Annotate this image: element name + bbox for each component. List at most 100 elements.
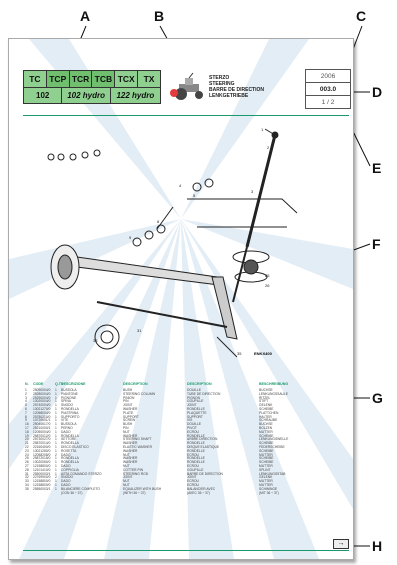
cell-de: GELENK [259,475,273,480]
cell-qty: 1 [55,437,57,442]
cell-desc: PIASTRINA [61,410,79,415]
cell-n: 28 [25,467,29,472]
cell-de: RITZEL [259,395,271,400]
cell-desc: PIANTONE [61,391,78,396]
cell-n: 16 [25,422,29,427]
cell-en: STEERING COLUMN [123,391,156,396]
cell-en: (WITH 36 ÷ 37) [123,490,146,495]
cell-de: LENKUNGSWELLE [259,437,289,442]
model-tc: TC [24,71,47,87]
cell-qty: 1 [55,444,57,449]
cell-en: NUT [123,463,130,468]
callout-a: A [80,8,91,24]
header-rule [23,115,349,116]
cell-de: MUTTER [259,452,273,457]
cell-fr: (AVEC 36 ÷ 37) [187,490,210,495]
cell-desc: (CON 36 ÷ 37) [61,490,83,495]
callout-h: H [372,538,383,554]
cell-fr: RONDELLE [187,448,205,453]
code-box: 2006 003.0 1 / 2 [305,69,351,109]
svg-text:8: 8 [157,219,160,224]
cell-desc: COPPIGLIA [61,467,79,472]
cell-fr: TUBE DE DIRECTION [187,391,221,396]
cell-en: WASHER [123,456,138,461]
title-en: STEERING [209,81,235,87]
cell-qty: 1 [55,406,57,411]
cell-fr: BARRE DE DIRECTION [187,471,223,476]
cell-code: 13020004/0 [33,399,51,404]
cell-de: LENKUNGSSTAB [259,471,286,476]
cell-en: WASHER [123,460,138,465]
cell-qty: 1 [55,399,57,404]
cell-de: SPLINT [259,467,271,472]
svg-text:1: 1 [261,127,264,132]
cell-qty: 1 [55,479,57,484]
callout-b: B [154,8,165,24]
cell-en: PIN [123,425,129,430]
cell-qty: 1 [55,448,57,453]
cell-n: 32 [25,475,29,480]
cell-qty: 1 [55,429,57,434]
cell-n: 8 [25,414,27,419]
cell-desc: RONDELLA [61,456,79,461]
cell-en: NUT [123,429,130,434]
cell-code: 13021270/0 [33,406,51,411]
cell-n: 2 [25,391,27,396]
svg-text:2: 2 [267,145,270,150]
cell-fr: ECROU [187,429,199,434]
callout-d: D [372,84,383,100]
cell-de: SCHEIBE [259,406,274,411]
cell-qty: 1 [55,391,57,396]
callout-g: G [372,390,383,406]
cell-code: 22160400/0 [33,444,51,449]
cell-en: EQUALIZER WITH BUSH [123,486,162,491]
cell-en: NUT [123,452,130,457]
cell-n: 19 [25,433,29,438]
cell-code: 13020060/0 [33,460,51,465]
cell-code: 13021280/0 [33,448,51,453]
cell-fr: ARBRE DIRECTION [187,437,218,442]
cell-de: (MIT 36 ÷ 37) [259,490,279,495]
cell-fr: RONDELLE [187,456,205,461]
svg-text:3: 3 [251,189,254,194]
cell-code: 25730027/0 [33,437,51,442]
svg-text:26: 26 [265,283,270,288]
cell-n: 33 [25,479,29,484]
cell-fr: SUPPORT [187,414,203,419]
cell-desc: DADO [61,479,71,484]
table-row: (CON 36 ÷ 37) (WITH 36 ÷ 37) (AVEC 36 ÷ 37… [25,490,345,496]
cell-n: 3 [25,395,27,400]
cell-desc: PERNO [61,425,73,430]
page-number: 1 / 2 [321,98,335,106]
cell-fr: PIGNON [187,395,201,400]
cell-desc: RONDELLA [61,460,79,465]
cell-n: 35 [25,486,29,491]
svg-text:33: 33 [93,338,98,343]
cell-desc: SNODO [61,475,74,480]
cell-qty: 2 [55,452,57,457]
tractor-icon [170,72,203,100]
cell-en: WASHER [123,406,138,411]
part-code: ENKX400 [254,351,272,356]
cell-fr: RONDELLE [187,441,205,446]
callout-c: C [356,8,367,24]
cell-qty: 1 [55,441,57,446]
variant-122-hydro: 122 hydro [116,90,155,100]
cell-de: MUTTER [259,429,273,434]
col-desc-it: DESCRIZIONE [61,382,86,386]
next-page-button[interactable]: → [333,539,349,549]
cell-de: SCHEIBE [259,456,274,461]
cell-fr: ECROU [187,452,199,457]
cell-de: MUTTER [259,463,273,468]
cell-fr: PIVOT [187,425,197,430]
cell-fr: DOUILLE [187,422,202,427]
cell-code: 12101410/0 [33,467,51,472]
